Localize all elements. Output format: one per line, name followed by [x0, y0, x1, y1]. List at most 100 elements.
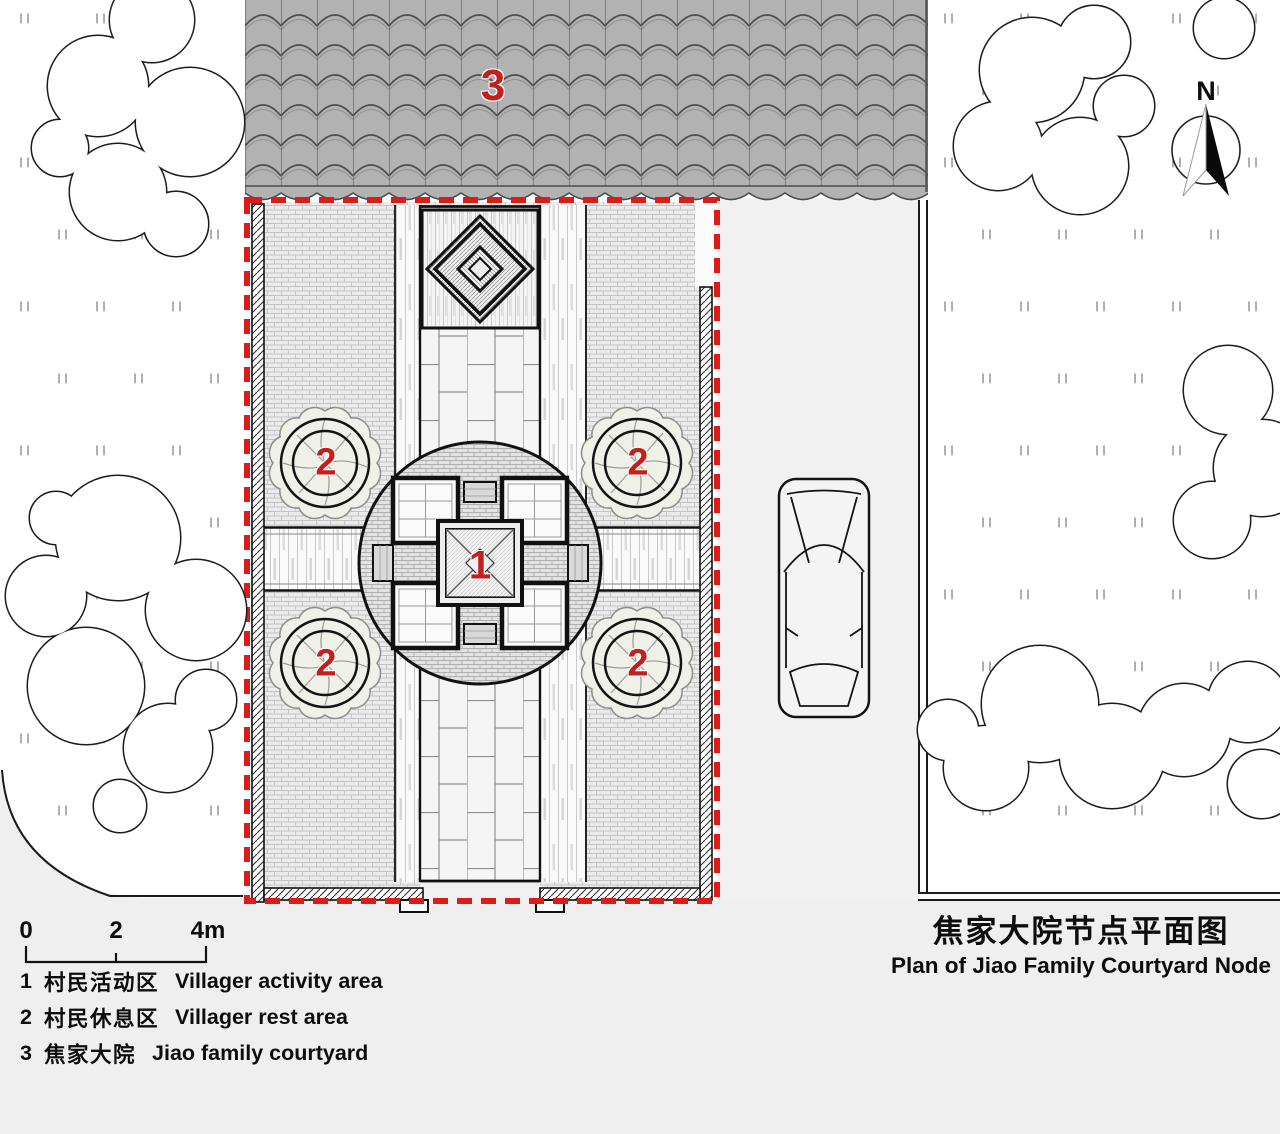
grass-tick: || [208, 661, 223, 672]
grass-tick: || [94, 733, 109, 744]
road-band [0, 900, 1280, 1134]
grass-tick: || [1170, 589, 1185, 600]
grass-tick: || [1170, 445, 1185, 456]
grass-tick: || [132, 805, 147, 816]
grass-tick: || [1094, 301, 1109, 312]
grass-tick: || [1056, 805, 1071, 816]
grass-tick: || [980, 229, 995, 240]
grass-tick: || [1056, 373, 1071, 384]
legend-number: 2 [20, 1004, 32, 1029]
grass-tick: || [1170, 301, 1185, 312]
grass-tick: || [18, 445, 33, 456]
grass-tick: || [1018, 301, 1033, 312]
grass-tick: || [1018, 13, 1033, 24]
grass-tick: || [170, 301, 185, 312]
legend-label-zh: 村民活动区 [44, 970, 160, 995]
grass-tick: || [56, 373, 71, 384]
legend-number: 3 [20, 1040, 32, 1065]
grass-area-right: || || || || || || || || || || || || || || || || || || || ||… [930, 0, 1280, 892]
grass-tick: || [1094, 733, 1109, 744]
roof-tiles [245, 0, 928, 192]
diamond-paving [420, 208, 540, 330]
plan-title-en: Plan of Jiao Family Courtyard Node [890, 953, 1272, 978]
legend-item: 1 村民活动区 Villager activity area [20, 963, 383, 999]
grass-tick: || [942, 733, 957, 744]
grass-tick: || [1132, 661, 1147, 672]
grass-tick: || [942, 445, 957, 456]
grass-tick: || [170, 13, 185, 24]
legend-item: 3 焦家大院 Jiao family courtyard [20, 1035, 383, 1071]
grass-tick: || [132, 85, 147, 96]
grass-tick: || [18, 589, 33, 600]
grass-tick: || [94, 301, 109, 312]
grass-tick: || [1132, 85, 1147, 96]
grass-tick: || [1246, 589, 1261, 600]
grass-tick: || [56, 661, 71, 672]
grass-tick: || [56, 229, 71, 240]
grass-tick: || [1094, 157, 1109, 168]
grass-tick: || [170, 589, 185, 600]
central-plaza [357, 440, 603, 686]
marker-rest: 2 [627, 642, 649, 685]
scale-label-0: 0 [19, 917, 32, 944]
scale-label-4m: 4m [191, 917, 226, 944]
marker-rest: 2 [315, 441, 337, 484]
grass-tick: || [208, 805, 223, 816]
grass-tick: || [980, 661, 995, 672]
title-block: 焦家大院节点平面图 Plan of Jiao Family Courtyard … [890, 906, 1272, 979]
plan-title-zh: 焦家大院节点平面图 [932, 914, 1230, 949]
grass-tick: || [1170, 157, 1185, 168]
grass-tick: || [1094, 445, 1109, 456]
grass-tick: || [94, 589, 109, 600]
grass-tick: || [1094, 589, 1109, 600]
legend-label-zh: 村民休息区 [44, 1006, 160, 1031]
grass-tick: || [1056, 85, 1071, 96]
grass-tick: || [170, 733, 185, 744]
grass-tick: || [1208, 517, 1223, 528]
grass-tick: || [942, 13, 957, 24]
grass-tick: || [1018, 733, 1033, 744]
grass-tick: || [1056, 229, 1071, 240]
marker-activity: 1 [468, 543, 492, 588]
plaza-edge-line [918, 200, 928, 894]
grass-tick: || [208, 229, 223, 240]
grass-tick: || [1132, 229, 1147, 240]
legend-label-en: Jiao family courtyard [152, 1040, 369, 1065]
road-plaza [718, 198, 920, 900]
legend: 1 村民活动区 Villager activity area 2 村民休息区 V… [20, 963, 383, 1071]
grass-tick: || [1246, 445, 1261, 456]
grass-tick: || [208, 373, 223, 384]
marker-rest: 2 [627, 441, 649, 484]
grass-tick: || [1208, 373, 1223, 384]
grass-tick: || [170, 157, 185, 168]
grass-tick: || [1132, 517, 1147, 528]
grass-tick: || [94, 445, 109, 456]
walkway-band-right [586, 526, 700, 592]
grass-tick: || [132, 229, 147, 240]
grass-tick: || [1018, 445, 1033, 456]
grass-tick: || [132, 661, 147, 672]
legend-label-en: Villager activity area [175, 968, 383, 993]
grass-tick: || [980, 805, 995, 816]
grass-tick: || [132, 373, 147, 384]
pavilion [436, 519, 524, 607]
grass-tick: || [1056, 661, 1071, 672]
grass-tick: || [18, 301, 33, 312]
grass-tick: || [18, 157, 33, 168]
grass-tick: || [1056, 517, 1071, 528]
grass-tick: || [56, 517, 71, 528]
grass-tick: || [132, 517, 147, 528]
grass-tick: || [1208, 229, 1223, 240]
courtyard-boundary [244, 197, 720, 904]
marker-rest: 2 [315, 642, 337, 685]
grass-tick: || [94, 157, 109, 168]
grass-tick: || [1208, 85, 1223, 96]
grass-tick: || [1170, 13, 1185, 24]
grass-edge-line [918, 892, 1280, 901]
grass-tick: || [1018, 589, 1033, 600]
legend-number: 1 [20, 968, 32, 993]
grass-tick: || [1018, 157, 1033, 168]
grass-tick: || [1094, 13, 1109, 24]
grass-tick: || [1246, 13, 1261, 24]
grass-tick: || [1246, 733, 1261, 744]
